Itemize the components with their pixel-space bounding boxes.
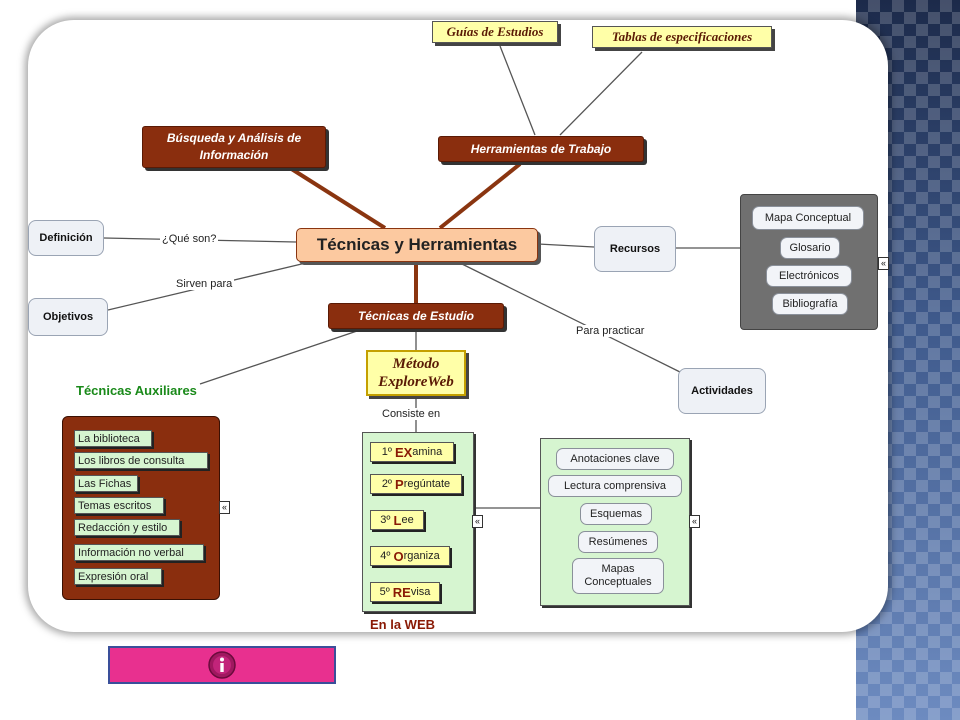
consiste-en-link-label: Consiste en bbox=[380, 408, 443, 420]
step-initial: RE bbox=[392, 584, 411, 600]
actividades-node[interactable]: Actividades bbox=[678, 368, 766, 414]
step-initial: O bbox=[393, 548, 404, 564]
tablas-node[interactable]: Tablas de especificaciones bbox=[592, 26, 772, 48]
link-auxiliares bbox=[199, 329, 361, 385]
collapse-auxiliares-button[interactable]: « bbox=[219, 501, 230, 514]
link-guias bbox=[499, 45, 536, 136]
lectura-anotaciones[interactable]: Anotaciones clave bbox=[556, 448, 674, 470]
busqueda-label: Búsqueda y Análisis de Información bbox=[166, 131, 302, 162]
objetivos-label: Objetivos bbox=[42, 311, 94, 323]
sirven-para-link-label: Sirven para bbox=[174, 278, 235, 290]
aux-item-label: Las Fichas bbox=[78, 477, 132, 490]
lectura-item-label: Anotaciones clave bbox=[570, 453, 660, 465]
step-rest: regúntate bbox=[403, 478, 451, 490]
actividades-label: Actividades bbox=[691, 385, 753, 397]
aux-item-info-no-verbal[interactable]: Información no verbal bbox=[74, 544, 204, 561]
recursos-node[interactable]: Recursos bbox=[594, 226, 676, 272]
step-number: 1º bbox=[381, 446, 392, 458]
lectura-mapas-conceptuales[interactable]: Mapas Conceptuales bbox=[572, 558, 664, 594]
recurso-label: Bibliografía bbox=[782, 298, 838, 310]
lectura-item-label: Resúmenes bbox=[588, 536, 648, 548]
step-number: 3º bbox=[380, 514, 391, 526]
recurso-electronicos[interactable]: Electrónicos bbox=[766, 265, 852, 287]
aux-item-expresion[interactable]: Expresión oral bbox=[74, 568, 162, 585]
recursos-label: Recursos bbox=[609, 243, 661, 255]
information-icon bbox=[208, 651, 236, 679]
recurso-label: Glosario bbox=[789, 242, 831, 254]
collapse-metodo-button[interactable]: « bbox=[472, 515, 483, 528]
step-rest: visa bbox=[410, 586, 431, 598]
lectura-comprensiva[interactable]: Lectura comprensiva bbox=[548, 475, 682, 497]
aux-item-label: Temas escritos bbox=[78, 499, 152, 512]
recurso-label: Mapa Conceptual bbox=[764, 212, 852, 224]
link-busqueda bbox=[288, 166, 387, 230]
step-number: 4º bbox=[380, 550, 391, 562]
step-number: 5º bbox=[379, 586, 390, 598]
aux-item-biblioteca[interactable]: La biblioteca bbox=[74, 430, 152, 447]
link-recursos bbox=[537, 243, 595, 248]
recurso-glosario[interactable]: Glosario bbox=[780, 237, 840, 259]
recurso-mapa-conceptual[interactable]: Mapa Conceptual bbox=[752, 206, 864, 230]
aux-item-temas[interactable]: Temas escritos bbox=[74, 497, 164, 514]
aux-item-label: Los libros de consulta bbox=[78, 454, 185, 467]
aux-item-label: La biblioteca bbox=[78, 432, 140, 445]
lectura-item-label: Mapas Conceptuales bbox=[584, 563, 652, 588]
lectura-resumenes[interactable]: Resúmenes bbox=[578, 531, 658, 553]
aux-item-label: Redacción y estilo bbox=[78, 521, 168, 534]
lectura-item-label: Esquemas bbox=[590, 508, 642, 520]
link-herramientas bbox=[438, 162, 522, 230]
central-topic-label: Técnicas y Herramientas bbox=[316, 235, 518, 254]
tecnicas-estudio-node[interactable]: Técnicas de Estudio bbox=[328, 303, 504, 329]
lectura-item-label: Lectura comprensiva bbox=[563, 480, 667, 492]
link-tablas bbox=[559, 51, 643, 136]
definicion-label: Definición bbox=[39, 232, 93, 244]
herramientas-node[interactable]: Herramientas de Trabajo bbox=[438, 136, 644, 162]
lectura-esquemas[interactable]: Esquemas bbox=[580, 503, 652, 525]
aux-item-fichas[interactable]: Las Fichas bbox=[74, 475, 138, 492]
link-actividades bbox=[461, 263, 681, 373]
step-initial: EX bbox=[394, 444, 413, 460]
metodo-node[interactable]: Método ExploreWeb bbox=[366, 350, 466, 396]
metodo-label: Método ExploreWeb bbox=[378, 356, 454, 390]
collapse-lectura-button[interactable]: « bbox=[689, 515, 700, 528]
step-rest: ee bbox=[401, 514, 414, 526]
tablas-label: Tablas de especificaciones bbox=[611, 29, 753, 44]
auxiliares-title: Técnicas Auxiliares bbox=[76, 383, 197, 398]
step-number: 2º bbox=[381, 478, 392, 490]
aux-item-label: Información no verbal bbox=[78, 546, 184, 559]
guias-node[interactable]: Guías de Estudios bbox=[432, 21, 558, 43]
para-practicar-link-label: Para practicar bbox=[574, 325, 647, 337]
step-rest: amina bbox=[412, 446, 443, 458]
busqueda-node[interactable]: Búsqueda y Análisis de Información bbox=[142, 126, 326, 168]
step-initial: P bbox=[395, 476, 404, 492]
guias-label: Guías de Estudios bbox=[446, 24, 544, 39]
aux-item-libros[interactable]: Los libros de consulta bbox=[74, 452, 208, 469]
step-rest: rganiza bbox=[403, 550, 440, 562]
en-la-web-label: En la WEB bbox=[370, 617, 436, 632]
central-topic[interactable]: Técnicas y Herramientas bbox=[296, 228, 538, 262]
aux-item-label: Expresión oral bbox=[78, 570, 149, 583]
recurso-bibliografia[interactable]: Bibliografía bbox=[772, 293, 848, 315]
info-nav-button[interactable] bbox=[108, 646, 336, 684]
tecnicas-estudio-label: Técnicas de Estudio bbox=[357, 309, 475, 323]
herramientas-label: Herramientas de Trabajo bbox=[470, 142, 612, 156]
recurso-label: Electrónicos bbox=[779, 270, 839, 282]
aux-item-redaccion[interactable]: Redacción y estilo bbox=[74, 519, 180, 536]
que-son-link-label: ¿Qué son? bbox=[160, 233, 219, 245]
step-initial: L bbox=[393, 512, 402, 528]
collapse-recursos-button[interactable]: « bbox=[878, 257, 889, 270]
definicion-node[interactable]: Definición bbox=[28, 220, 104, 256]
objetivos-node[interactable]: Objetivos bbox=[28, 298, 108, 336]
